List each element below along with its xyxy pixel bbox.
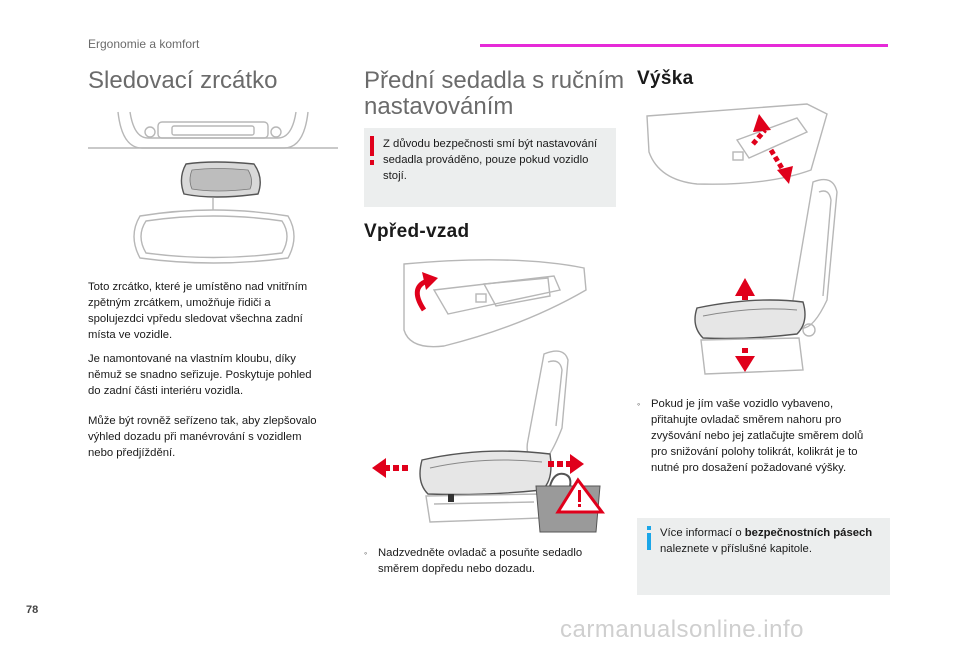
info-icon (645, 526, 653, 550)
section-header: Ergonomie a komfort (88, 37, 200, 51)
fore-aft-instruction: ◦Nadzvedněte ovladač a posuňte sedadlo s… (364, 547, 583, 575)
watermark: carmanualsonline.info (560, 616, 804, 643)
seatbelt-link-text: bezpečnostních pásech (744, 527, 873, 539)
mirror-section-title: Sledovací zrcátko (88, 67, 278, 94)
front-seats-title: Přední sedadla s ručním nastavováním (364, 67, 625, 120)
safety-warning-box (364, 128, 616, 207)
fore-aft-subtitle: Vpřed-vzad (364, 221, 470, 242)
bullet-icon: ◦ (637, 399, 641, 409)
height-instruction: ◦Pokud je jím vaše vozidlo vybaveno, při… (637, 398, 864, 474)
safety-warning-text: Z důvodu bezpečnosti smí být nastavování… (383, 138, 598, 182)
mirror-paragraph-3: Může být rovněž seřízeno tak, aby zlepšo… (88, 415, 317, 459)
seatbelt-info-box (637, 518, 890, 595)
bullet-icon: ◦ (364, 548, 368, 558)
seatbelt-info-text: Více informací o bezpečnostních pásech n… (660, 527, 873, 555)
section-accent-bar (480, 44, 888, 47)
page-number: 78 (26, 604, 39, 616)
height-subtitle: Výška (637, 68, 694, 89)
mirror-paragraph-1: Toto zrcátko, které je umístěno nad vnit… (88, 281, 308, 341)
exclamation-icon (367, 136, 377, 166)
mirror-paragraph-2: Je namontované na vlastním kloubu, díky … (88, 353, 312, 397)
height-seat-illustration (646, 103, 838, 375)
mirror-illustration (88, 111, 338, 264)
fore-aft-seat-illustration (372, 259, 605, 533)
